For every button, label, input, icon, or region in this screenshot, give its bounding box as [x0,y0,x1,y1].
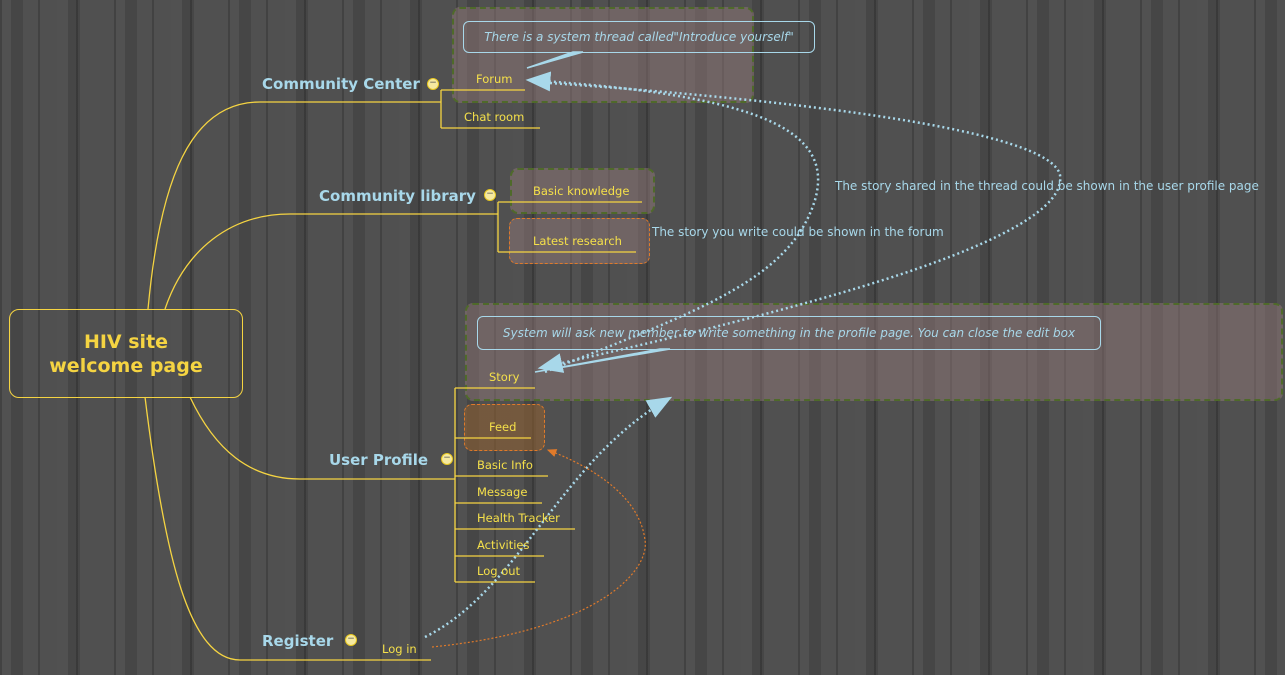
central-topic[interactable]: HIV site welcome page [9,309,243,398]
subtopic-basic-info[interactable]: Basic Info [477,458,533,472]
subtopic-log-out[interactable]: Log out [477,564,521,578]
topic-community-library[interactable]: Community library [319,187,476,205]
collapse-icon[interactable]: − [427,78,439,90]
subtopic-story[interactable]: Story [489,370,520,384]
topic-user-profile[interactable]: User Profile [329,451,429,469]
subtopic-health-tracker[interactable]: Health Tracker [477,511,560,525]
collapse-icon[interactable]: − [484,189,496,201]
callout-profile-edit: System will ask new member to write some… [477,316,1101,350]
boundary-user-profile [465,303,1283,401]
branch-community-center [147,101,441,310]
subtopic-chat-room[interactable]: Chat room [464,110,525,124]
subtopic-feed[interactable]: Feed [489,420,517,434]
branch-user-profile [189,396,455,480]
topic-community-center[interactable]: Community Center [262,75,420,93]
callout-introduce-yourself: There is a system thread called"Introduc… [463,21,815,53]
subtopic-message[interactable]: Message [477,485,528,499]
topic-register[interactable]: Register [262,632,334,650]
branch-register [144,396,431,661]
relation-login-to-feed [431,449,646,648]
note-story-to-forum: The story you write could be shown in th… [652,225,944,239]
boundary-community-center [452,7,754,103]
subtopic-activities[interactable]: Activities [477,538,530,552]
branch-community-library [164,213,498,310]
subtopic-log-in[interactable]: Log in [382,642,417,656]
boundary-basic-knowledge [510,168,655,214]
subtopic-latest-research[interactable]: Latest research [533,234,622,248]
relation-thread-to-profile [534,80,1062,373]
collapse-icon[interactable]: − [441,453,453,465]
relation-login-to-profile [424,396,673,639]
boundary-latest-research [509,218,650,264]
collapse-icon[interactable]: − [345,634,357,646]
subtopic-basic-knowledge[interactable]: Basic knowledge [533,184,630,198]
boundary-feed [464,404,545,451]
note-thread-to-profile: The story shared in the thread could be … [835,179,1259,193]
subtopic-forum[interactable]: Forum [476,72,513,86]
relation-story-to-forum [525,71,820,374]
